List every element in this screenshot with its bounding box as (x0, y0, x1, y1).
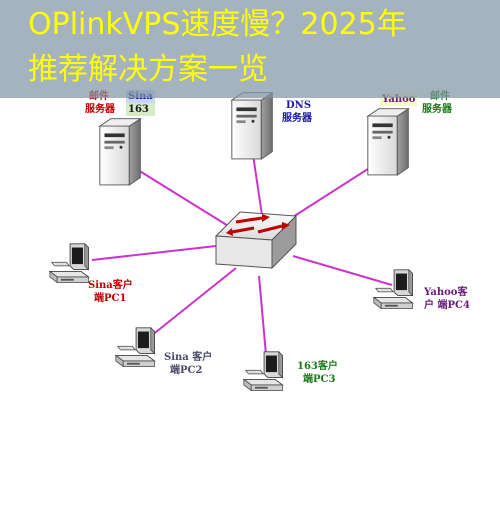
mail-server-163-icon (99, 118, 141, 186)
sina-pc2-icon (115, 327, 155, 367)
link-yahoo-mail-server (284, 159, 383, 223)
dns-server-label-line1: DNS (286, 100, 312, 111)
dns-server-label: DNS 服务器 (282, 99, 312, 125)
dns-server-label-line2: 服务器 (282, 113, 312, 124)
link-sina-pc2 (145, 267, 237, 341)
yahoo-pc4-icon (373, 269, 413, 309)
pc3-163-label-line2: 端PC3 (303, 374, 336, 385)
link-pc3-163 (258, 275, 267, 356)
dns-server-icon (231, 92, 273, 160)
sina-pc2-label: Sina 客户 端PC2 (164, 351, 212, 377)
central-switch-icon (214, 211, 298, 270)
sina-pc1-label: Sina客户 端PC1 (88, 279, 133, 305)
yahoo-mail-server-label-line2: 服务器 (422, 104, 452, 115)
link-mail-server-163 (137, 169, 239, 233)
sina-pc2-label-line1: Sina 客户 (164, 352, 213, 363)
mail-server-163-tag-line2: 163 (126, 103, 155, 116)
title-line-1: OPlinkVPS速度慢？2025年 (28, 7, 407, 42)
sina-pc1-label-line2: 端PC1 (94, 293, 127, 304)
yahoo-pc4-label-line1: Yahoo客 (424, 287, 468, 298)
sina-pc1-icon (49, 243, 89, 283)
sina-pc2-label-line2: 端PC2 (170, 365, 203, 376)
pc3-163-label: 163客户 端PC3 (297, 360, 338, 386)
pc3-163-label-line1: 163客户 (297, 361, 338, 372)
yahoo-mail-server-icon (367, 108, 409, 176)
network-links (91, 147, 393, 356)
yahoo-pc4-label-line2: 户 端PC4 (424, 300, 470, 311)
pc3-163-icon (243, 351, 283, 391)
sina-pc1-label-line1: Sina客户 (88, 280, 133, 291)
link-yahoo-pc4 (292, 255, 393, 286)
link-sina-pc1 (91, 245, 217, 261)
yahoo-pc4-label: Yahoo客 户 端PC4 (424, 286, 470, 312)
title-line-2: 推荐解决方案一览 (28, 52, 268, 87)
mail-server-163-label-line2: 服务器 (85, 104, 115, 115)
title-banner (0, 0, 500, 98)
